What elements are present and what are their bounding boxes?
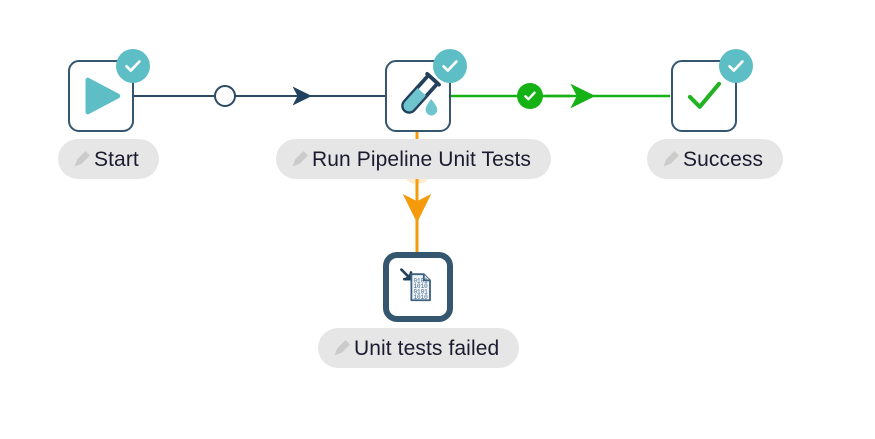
- pencil-icon: [334, 340, 350, 356]
- node-start-label-pill[interactable]: Start: [58, 139, 159, 179]
- node-unit-tests-failed-label: Unit tests failed: [354, 336, 500, 360]
- check-icon: [442, 60, 458, 72]
- edge-badge-check-circle-icon[interactable]: [517, 83, 543, 109]
- check-icon: [125, 60, 141, 72]
- node-unit-tests-failed-label-pill[interactable]: Unit tests failed: [318, 328, 520, 368]
- pencil-icon: [74, 151, 90, 167]
- node-run-pipeline-unit-tests-label: Run Pipeline Unit Tests: [312, 147, 532, 171]
- edge-badge-hollow-circle-icon[interactable]: [214, 85, 236, 107]
- pencil-icon: [292, 151, 308, 167]
- binary-file-download-icon: 0101 1010 0101 1010: [400, 268, 431, 302]
- svg-text:1010: 1010: [413, 283, 428, 290]
- node-run-pipeline-unit-tests[interactable]: [385, 60, 451, 132]
- svg-text:0101: 0101: [413, 289, 428, 296]
- node-success-status-check-circle-icon[interactable]: [719, 49, 753, 83]
- node-run-pipeline-unit-tests-label-pill[interactable]: Run Pipeline Unit Tests: [276, 139, 552, 179]
- check-icon: [524, 91, 536, 101]
- svg-text:0101: 0101: [413, 277, 428, 284]
- node-success-label-pill[interactable]: Success: [647, 139, 784, 179]
- pencil-icon: [663, 151, 679, 167]
- node-start-status-check-circle-icon[interactable]: [116, 49, 150, 83]
- node-run-pipeline-unit-tests-status-check-circle-icon[interactable]: [433, 49, 467, 83]
- node-unit-tests-failed[interactable]: 0101 1010 0101 1010: [383, 252, 453, 322]
- check-icon: [728, 60, 744, 72]
- play-icon: [85, 77, 121, 115]
- node-start-label: Start: [94, 147, 139, 171]
- test-tube-icon: [401, 72, 441, 116]
- node-success-label: Success: [683, 147, 764, 171]
- svg-text:1010: 1010: [413, 294, 428, 301]
- checkmark-icon: [687, 81, 722, 109]
